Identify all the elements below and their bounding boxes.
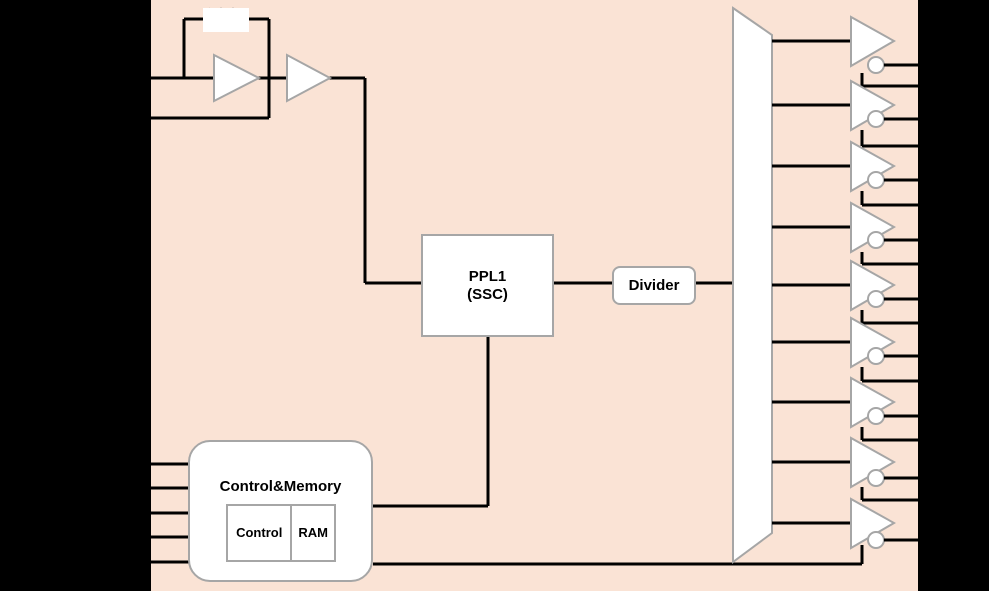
output-buffer-7-bubble [867, 469, 885, 487]
output-buffer-4-bubble [867, 290, 885, 308]
control-memory-subblocks: Control RAM [226, 504, 336, 562]
output-buffer-6 [850, 376, 918, 442]
output-mux [732, 6, 773, 564]
output-buffer-0-triangle [850, 15, 897, 68]
feedback-resistor-backing [203, 8, 249, 32]
output-buffer-2 [850, 140, 918, 207]
crystal-oscillator-amp [213, 53, 262, 103]
output-buffer-5 [850, 316, 918, 383]
output-buffer-5-bubble [867, 347, 885, 365]
output-buffer-0 [850, 15, 918, 88]
output-buffer-2-bubble [867, 171, 885, 189]
output-buffer-8-bubble [867, 531, 885, 549]
ram-subblock[interactable]: RAM [298, 524, 328, 540]
control-memory-block[interactable]: Control&Memory Control RAM [188, 440, 373, 582]
control-memory-title: Control&Memory [219, 478, 342, 495]
output-buffer-6-bubble [867, 407, 885, 425]
output-buffer-1-bubble [867, 110, 885, 128]
output-buffer-3 [850, 201, 918, 266]
divider-block[interactable]: Divider [612, 266, 696, 305]
divider-label: Divider [628, 276, 680, 294]
output-buffer-8 [850, 497, 918, 550]
output-buffer-7 [850, 436, 918, 502]
oscillator-output-buffer [286, 53, 333, 103]
output-buffer-0-bubble [867, 56, 885, 74]
control-subblock[interactable]: Control [228, 506, 293, 560]
pll-line-1: PPL1 [468, 268, 507, 286]
pll-block[interactable]: PPL1 (SSC) [421, 234, 554, 337]
output-buffer-1 [850, 79, 918, 148]
pll-line-2: (SSC) [467, 285, 508, 303]
output-buffer-4 [850, 259, 918, 325]
output-buffer-3-bubble [867, 231, 885, 249]
